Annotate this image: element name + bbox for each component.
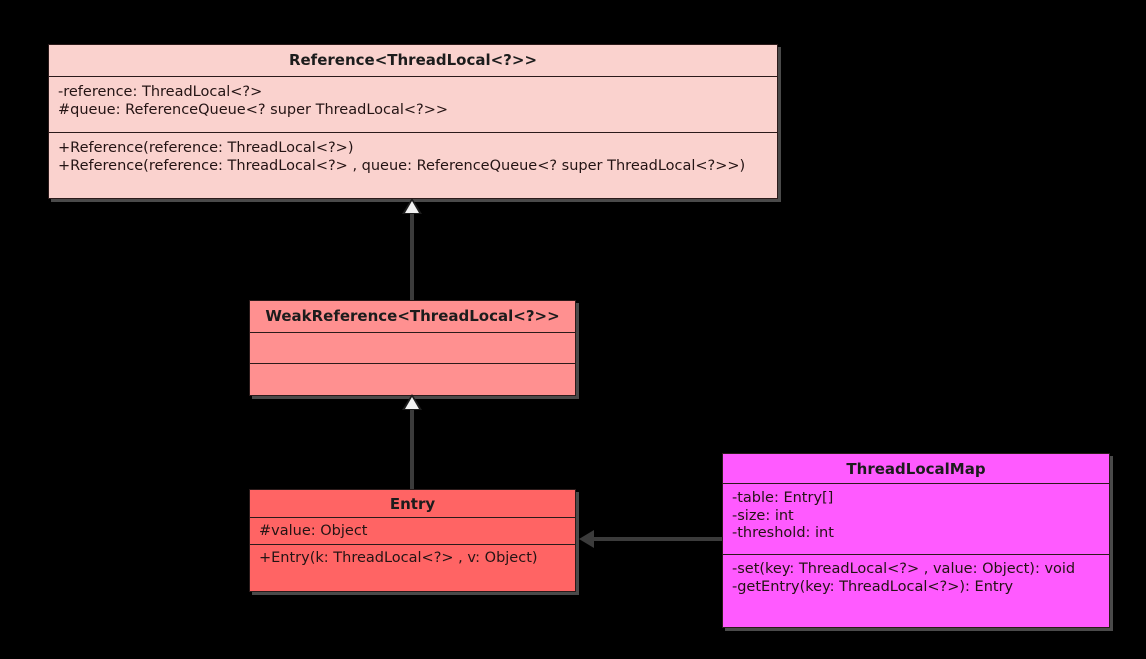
- generalization-arrowhead-entry-weakreference: [405, 397, 419, 409]
- generalization-arrowhead-weakreference-reference: [405, 201, 419, 213]
- attribute-row: -reference: ThreadLocal<?>: [58, 84, 263, 100]
- class-title-threadlocalmap: ThreadLocalMap: [723, 454, 1109, 484]
- class-title-reference: Reference<ThreadLocal<?>>: [49, 45, 777, 77]
- class-attributes-reference: -reference: ThreadLocal<?> #queue: Refer…: [49, 77, 777, 132]
- operation-row: +Reference(reference: ThreadLocal<?>): [58, 140, 354, 156]
- operation-row: -set(key: ThreadLocal<?> , value: Object…: [732, 561, 1076, 577]
- association-arrowhead-threadlocalmap-entry: [579, 530, 594, 548]
- attribute-row: #queue: ReferenceQueue<? super ThreadLoc…: [58, 101, 449, 118]
- attribute-row: #value: Object: [259, 523, 368, 539]
- class-box-entry[interactable]: Entry #value: Object +Entry(k: ThreadLoc…: [249, 489, 576, 592]
- association-line-threadlocalmap-entry: [592, 537, 722, 541]
- class-box-reference[interactable]: Reference<ThreadLocal<?>> -reference: Th…: [48, 44, 778, 199]
- attribute-row: -threshold: int: [732, 525, 834, 542]
- attribute-row: -table: Entry[]: [732, 490, 834, 506]
- class-attributes-weakreference: [250, 333, 575, 363]
- operation-row: +Reference(reference: ThreadLocal<?> , q…: [58, 157, 746, 174]
- operation-row: +Entry(k: ThreadLocal<?> , v: Object): [259, 550, 538, 566]
- class-title-entry: Entry: [250, 490, 575, 518]
- class-box-weakreference[interactable]: WeakReference<ThreadLocal<?>>: [249, 300, 576, 396]
- generalization-line-entry-weakreference: [410, 406, 414, 490]
- class-title-weakreference: WeakReference<ThreadLocal<?>>: [250, 301, 575, 333]
- class-attributes-entry: #value: Object: [250, 518, 575, 544]
- class-attributes-threadlocalmap: -table: Entry[] -size: int -threshold: i…: [723, 484, 1109, 554]
- attribute-row: -size: int: [732, 507, 794, 524]
- generalization-line-weakreference-reference: [410, 210, 414, 302]
- class-operations-threadlocalmap: -set(key: ThreadLocal<?> , value: Object…: [723, 554, 1109, 627]
- operation-row: -getEntry(key: ThreadLocal<?>): Entry: [732, 578, 1014, 595]
- class-operations-weakreference: [250, 363, 575, 395]
- class-operations-entry: +Entry(k: ThreadLocal<?> , v: Object): [250, 544, 575, 591]
- class-box-threadlocalmap[interactable]: ThreadLocalMap -table: Entry[] -size: in…: [722, 453, 1110, 628]
- class-operations-reference: +Reference(reference: ThreadLocal<?>) +R…: [49, 132, 777, 198]
